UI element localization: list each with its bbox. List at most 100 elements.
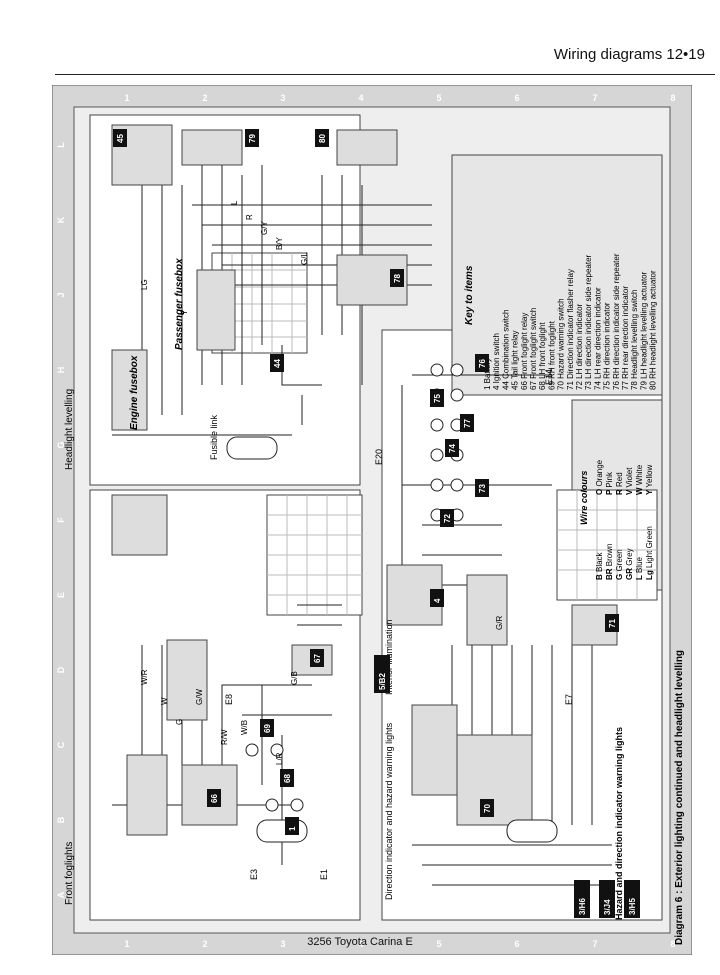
earth-E1: E1	[319, 869, 329, 880]
component-number-73: 73	[478, 484, 487, 493]
component-number-78: 78	[393, 274, 402, 283]
label-fusible-link: Fusible link	[209, 414, 219, 460]
earth-E7: E7	[564, 694, 574, 705]
key-item: 44 Combination switch	[501, 309, 510, 390]
grid-bottom-5: 5	[436, 939, 441, 949]
ref-tag-bg	[374, 655, 390, 693]
key-item: 71 Direction indicator flasher relay	[566, 269, 575, 390]
grid-top-7: 7	[592, 93, 597, 103]
actuator-80	[336, 129, 398, 166]
wire-colour-item: Y Yellow	[645, 465, 654, 495]
component-tag-bg	[480, 799, 494, 817]
grid-top-6: 6	[514, 93, 519, 103]
grid-side-F: F	[56, 517, 66, 523]
ref-tag-bg	[624, 880, 640, 918]
ref-tag-bg	[599, 880, 615, 918]
wires	[112, 155, 612, 886]
hazard-switch-70	[456, 734, 533, 826]
earth-E3: E3	[249, 869, 259, 880]
grid-top-2: 2	[202, 93, 207, 103]
page-title: Wiring diagrams 12•19	[553, 46, 705, 63]
component-number-67: 67	[313, 654, 322, 663]
wire-label: W/B	[240, 720, 249, 735]
grid-bottom-6: 6	[514, 939, 519, 949]
diagram-caption: Diagram 6 : Exterior lighting continued …	[674, 650, 685, 945]
component-number-66: 66	[210, 794, 219, 803]
grid-side-B: B	[56, 816, 66, 823]
component-number-68: 68	[283, 774, 292, 783]
component-tag-bg	[315, 129, 329, 147]
label-passenger-fusebox: Passenger fusebox	[174, 258, 185, 350]
grid-bottom-2: 2	[202, 939, 207, 949]
component-number-70: 70	[483, 804, 492, 813]
key-item: 45 Tail light relay	[511, 331, 520, 390]
combination-switch-44-bottom	[266, 494, 363, 616]
wire-label: W/R	[140, 669, 149, 685]
component-number-45: 45	[116, 134, 125, 143]
component-number-69: 69	[263, 724, 272, 733]
component-number-79: 79	[248, 134, 257, 143]
component-tag-bg	[430, 389, 444, 407]
wire-label: G/R	[495, 616, 504, 630]
component-tag-bg	[445, 439, 459, 457]
section-headlight-levelling: Headlight levelling	[64, 389, 75, 470]
wire-colour-item: G Green	[615, 549, 624, 580]
grid-top-8: 8	[670, 93, 675, 103]
wire-label: G	[175, 719, 184, 725]
component-number-77: 77	[463, 419, 472, 428]
wire-label: W	[160, 697, 169, 705]
wire-colour-item: P Pink	[605, 471, 614, 495]
battery-top	[226, 436, 278, 460]
label-hazard: Hazard and direction indicator warning l…	[614, 727, 624, 920]
wire-label: G/B	[290, 671, 299, 685]
key-item: 68 LH front foglight	[538, 322, 547, 390]
key-title: Key to items	[464, 265, 475, 325]
component-number-74: 74	[448, 444, 457, 453]
key-item: 69 RH front foglight	[547, 320, 556, 390]
grid-bottom-7: 7	[592, 939, 597, 949]
wire-colour-item: BR Brown	[605, 544, 614, 580]
component-tag-bg	[440, 509, 454, 527]
label-engine-fusebox: Engine fusebox	[129, 355, 140, 430]
component-tag-bg	[475, 479, 489, 497]
wire-label: B/Y	[275, 236, 284, 250]
wire-label: G/W	[195, 689, 204, 705]
tail-light-relay-45-top	[111, 124, 173, 186]
component-number-71: 71	[608, 619, 617, 628]
combination-switch-44-right	[556, 489, 658, 601]
wire-colour-item: Lg Light Green	[645, 526, 654, 580]
wire-colours-title: Wire colours	[579, 471, 589, 525]
component-tag-bg	[280, 769, 294, 787]
grid-side-K: K	[56, 216, 66, 223]
component-number-72: 72	[443, 514, 452, 523]
grid-bottom-4: 4	[358, 939, 363, 949]
component-tag-bg	[310, 649, 324, 667]
key-item: 74 LH rear direction indicator	[593, 287, 602, 390]
wire-colour-item: W White	[635, 464, 644, 495]
grid-side-D: D	[56, 666, 66, 673]
grid-bottom-3: 3	[280, 939, 285, 949]
key-item: 66 Front foglight relay	[520, 313, 529, 390]
battery-bottom	[256, 819, 308, 843]
component-number-44: 44	[273, 359, 282, 368]
component-number-75: 75	[433, 394, 442, 403]
grid-top-4: 4	[358, 93, 363, 103]
grid-top-5: 5	[436, 93, 441, 103]
engine-fusebox-top	[111, 349, 148, 431]
wire-colour-item: V Violet	[625, 467, 634, 495]
component-number-76: 76	[478, 359, 487, 368]
wire-colour-item: R Red	[615, 472, 624, 495]
key-item: 4 Ignition switch	[492, 333, 501, 390]
key-item: 72 LH direction indicator	[575, 303, 584, 390]
component-tag-bg	[260, 719, 274, 737]
engine-fusebox-bottom	[126, 754, 168, 836]
key-item: 67 Front foglight switch	[529, 308, 538, 390]
wire-label: G/L	[300, 252, 309, 265]
page-header: Wiring diagrams 12•19	[55, 44, 715, 75]
wire-label: R/W	[220, 729, 229, 745]
passenger-fusebox-top	[196, 269, 236, 351]
wire-label: LG	[140, 279, 149, 290]
component-tag-bg	[475, 354, 489, 372]
